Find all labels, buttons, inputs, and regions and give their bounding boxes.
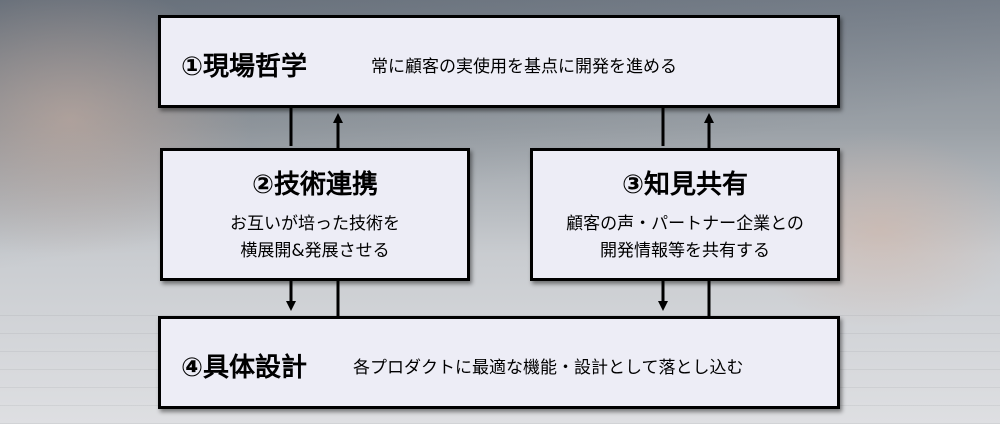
box-description-line: 横展開&発展させる: [240, 241, 390, 261]
box-concrete-design: ④具体設計 各プロダクトに最適な機能・設計として落とし込む: [158, 316, 840, 409]
box-title: ①現場哲学: [181, 52, 308, 82]
box-description: 常に顧客の実使用を基点に開発を進める: [371, 57, 677, 77]
box-description-line: お互いが培った技術を: [230, 214, 400, 234]
box-technology-collaboration: ②技術連携 お互いが培った技術を 横展開&発展させる: [160, 148, 470, 281]
box-description: 顧客の声・パートナー企業との 開発情報等を共有する: [533, 211, 837, 265]
box-knowledge-sharing: ③知見共有 顧客の声・パートナー企業との 開発情報等を共有する: [530, 148, 840, 281]
box-title: ④具体設計: [181, 353, 308, 383]
box-description: 各プロダクトに最適な機能・設計として落とし込む: [353, 358, 744, 378]
box-description-line: 顧客の声・パートナー企業との: [566, 214, 804, 234]
box-description-line: 開発情報等を共有する: [600, 241, 770, 261]
box-title: ②技術連携: [251, 170, 378, 200]
box-description: お互いが培った技術を 横展開&発展させる: [163, 211, 467, 265]
box-title: ③知見共有: [621, 170, 748, 200]
box-field-philosophy: ①現場哲学 常に顧客の実使用を基点に開発を進める: [158, 15, 840, 108]
